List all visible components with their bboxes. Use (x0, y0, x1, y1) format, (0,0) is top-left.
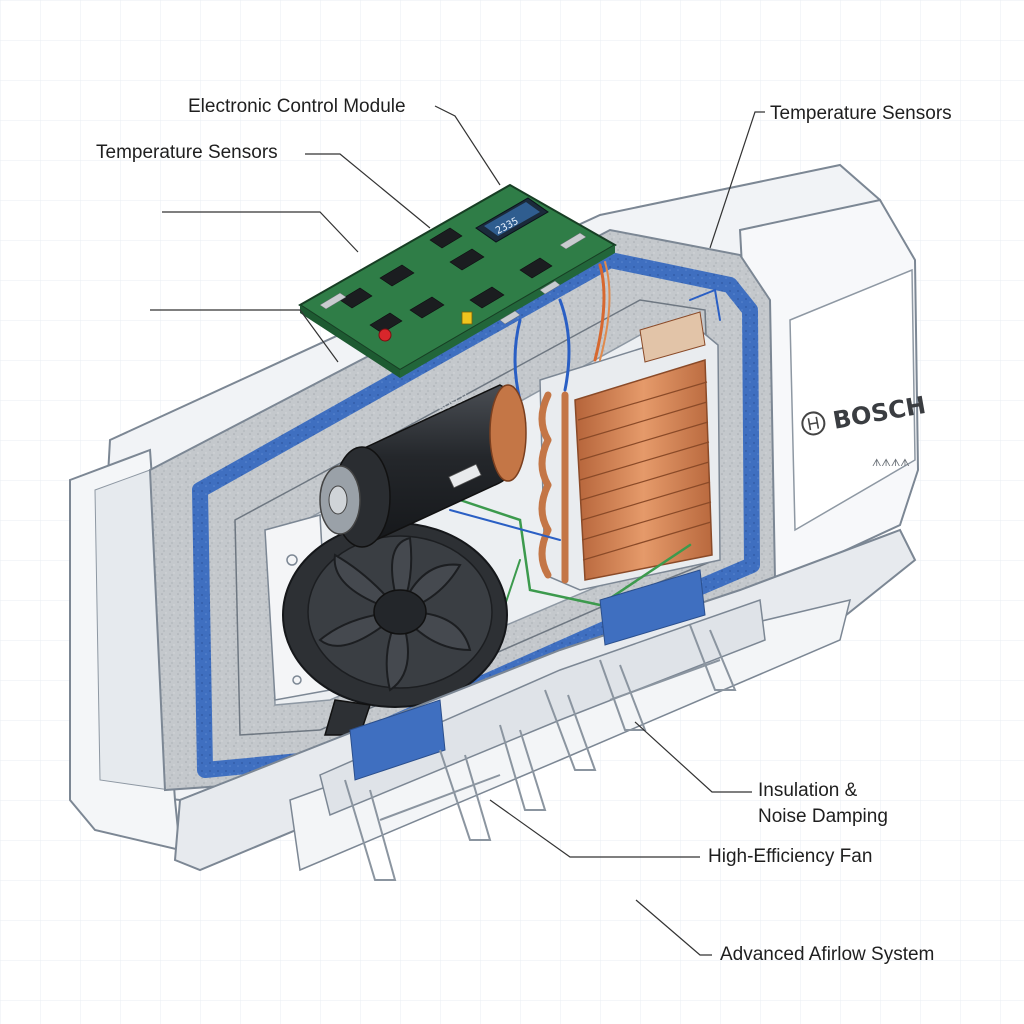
label-temperature-sensors-right: Temperature Sensors (770, 103, 952, 124)
leader-unlabeled-1 (162, 211, 359, 253)
model-mark: ᗑᗑᗑᗑ (872, 458, 910, 469)
leader-ecm (434, 105, 501, 186)
label-temperature-sensors-left: Temperature Sensors (96, 142, 278, 163)
insulation-blue-band (192, 252, 760, 778)
leader-fan (489, 799, 700, 858)
blower-motor: BOSCH (319, 384, 527, 548)
leader-temp-left (305, 153, 431, 229)
label-electronic-control-module: Electronic Control Module (188, 96, 406, 117)
leader-lines (150, 105, 765, 956)
heat-exchanger (538, 311, 721, 591)
airflow-louvers (173, 528, 917, 881)
control-module-pcb: 2335 (298, 183, 618, 378)
leader-unlabeled-2 (150, 309, 339, 363)
pcb-red-button (378, 328, 392, 342)
leader-insulation (634, 721, 752, 793)
label-high-efficiency-fan: High-Efficiency Fan (708, 846, 873, 867)
label-insulation-line2: Noise Damping (758, 806, 888, 827)
label-insulation-noise-damping: Insulation & Noise Damping (758, 778, 928, 830)
leader-temp-right (709, 111, 765, 249)
leader-airflow (635, 899, 712, 956)
pcb-yellow-component (461, 311, 473, 325)
fan-assembly (282, 522, 508, 736)
label-insulation-line1: Insulation & (758, 780, 858, 801)
label-advanced-airflow-system: Advanced Afirlow System (720, 944, 935, 965)
